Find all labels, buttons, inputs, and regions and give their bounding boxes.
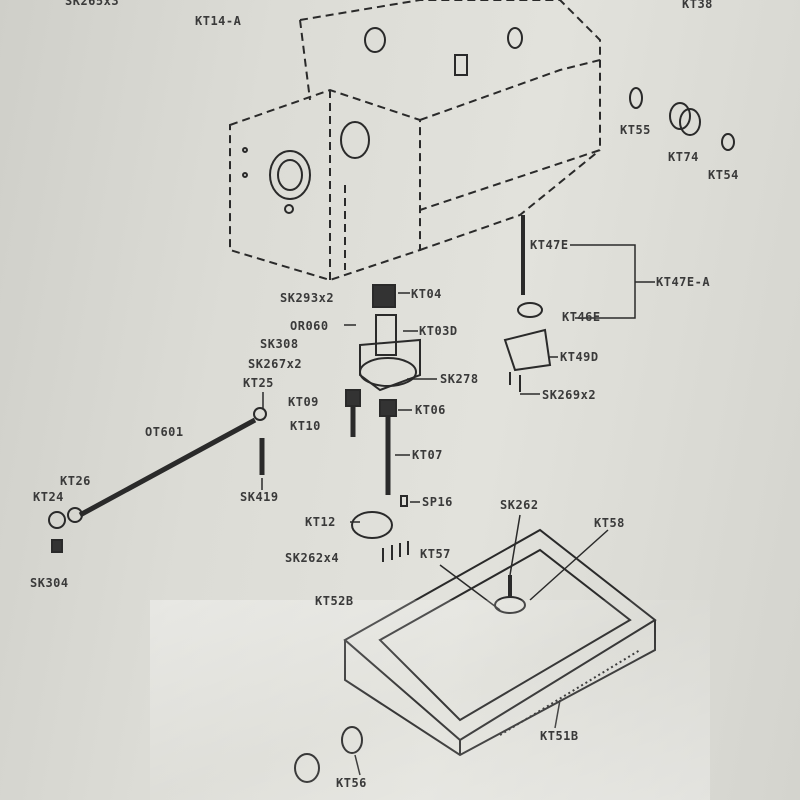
- label-sk265x3: SK265x3: [65, 0, 120, 8]
- label-sk419: SK419: [240, 490, 279, 504]
- housing-details: [242, 27, 523, 214]
- label-sp16: SP16: [422, 495, 453, 509]
- label-kt56: KT56: [336, 776, 367, 790]
- label-sk308: SK308: [260, 337, 299, 351]
- kt51b-oil-pan: [294, 528, 657, 783]
- label-kt24: KT24: [33, 490, 64, 504]
- label-sk267x2: SK267x2: [248, 357, 303, 371]
- label-kt46e: KT46E: [562, 310, 601, 324]
- kt74-cap: [669, 102, 701, 136]
- ot601-rod: [48, 407, 267, 553]
- label-kt14a: KT14-A: [195, 14, 242, 28]
- label-kt47ea: KT47E-A: [656, 275, 711, 289]
- label-kt57: KT57: [420, 547, 451, 561]
- label-ot601: OT601: [145, 425, 184, 439]
- label-sk262x4: SK262x4: [285, 551, 340, 565]
- label-kt47e: KT47E: [530, 238, 569, 252]
- label-kt52b: KT52B: [315, 594, 354, 608]
- label-sk278: SK278: [440, 372, 479, 386]
- label-kt49d: KT49D: [560, 350, 599, 364]
- label-kt54: KT54: [708, 168, 739, 182]
- label-kt51b: KT51B: [540, 729, 579, 743]
- label-kt09: KT09: [288, 395, 319, 409]
- label-kt04: KT04: [411, 287, 442, 301]
- label-kt12: KT12: [305, 515, 336, 529]
- housing-assembly: [229, 0, 601, 282]
- label-kt74: KT74: [668, 150, 699, 164]
- label-kt03d: KT03D: [419, 324, 458, 338]
- kt03d-valve: [345, 284, 421, 562]
- label-kt26: KT26: [60, 474, 91, 488]
- kt55-ring: [629, 87, 643, 109]
- label-sk293x2: SK293x2: [280, 291, 335, 305]
- label-kt55: KT55: [620, 123, 651, 137]
- label-kt25: KT25: [243, 376, 274, 390]
- kt47e-rod: [503, 215, 655, 392]
- kt54-ring: [721, 133, 735, 151]
- label-or060: OR060: [290, 319, 329, 333]
- label-kt06: KT06: [415, 403, 446, 417]
- label-kt07: KT07: [412, 448, 443, 462]
- leader-lines: [261, 292, 609, 776]
- label-kt38: KT38: [682, 0, 713, 11]
- label-sk269x2: SK269x2: [542, 388, 597, 402]
- label-sk304: SK304: [30, 576, 69, 590]
- plastic-wrap-glare: [150, 600, 710, 800]
- label-sk262: SK262: [500, 498, 539, 512]
- label-kt58: KT58: [594, 516, 625, 530]
- label-kt10: KT10: [290, 419, 321, 433]
